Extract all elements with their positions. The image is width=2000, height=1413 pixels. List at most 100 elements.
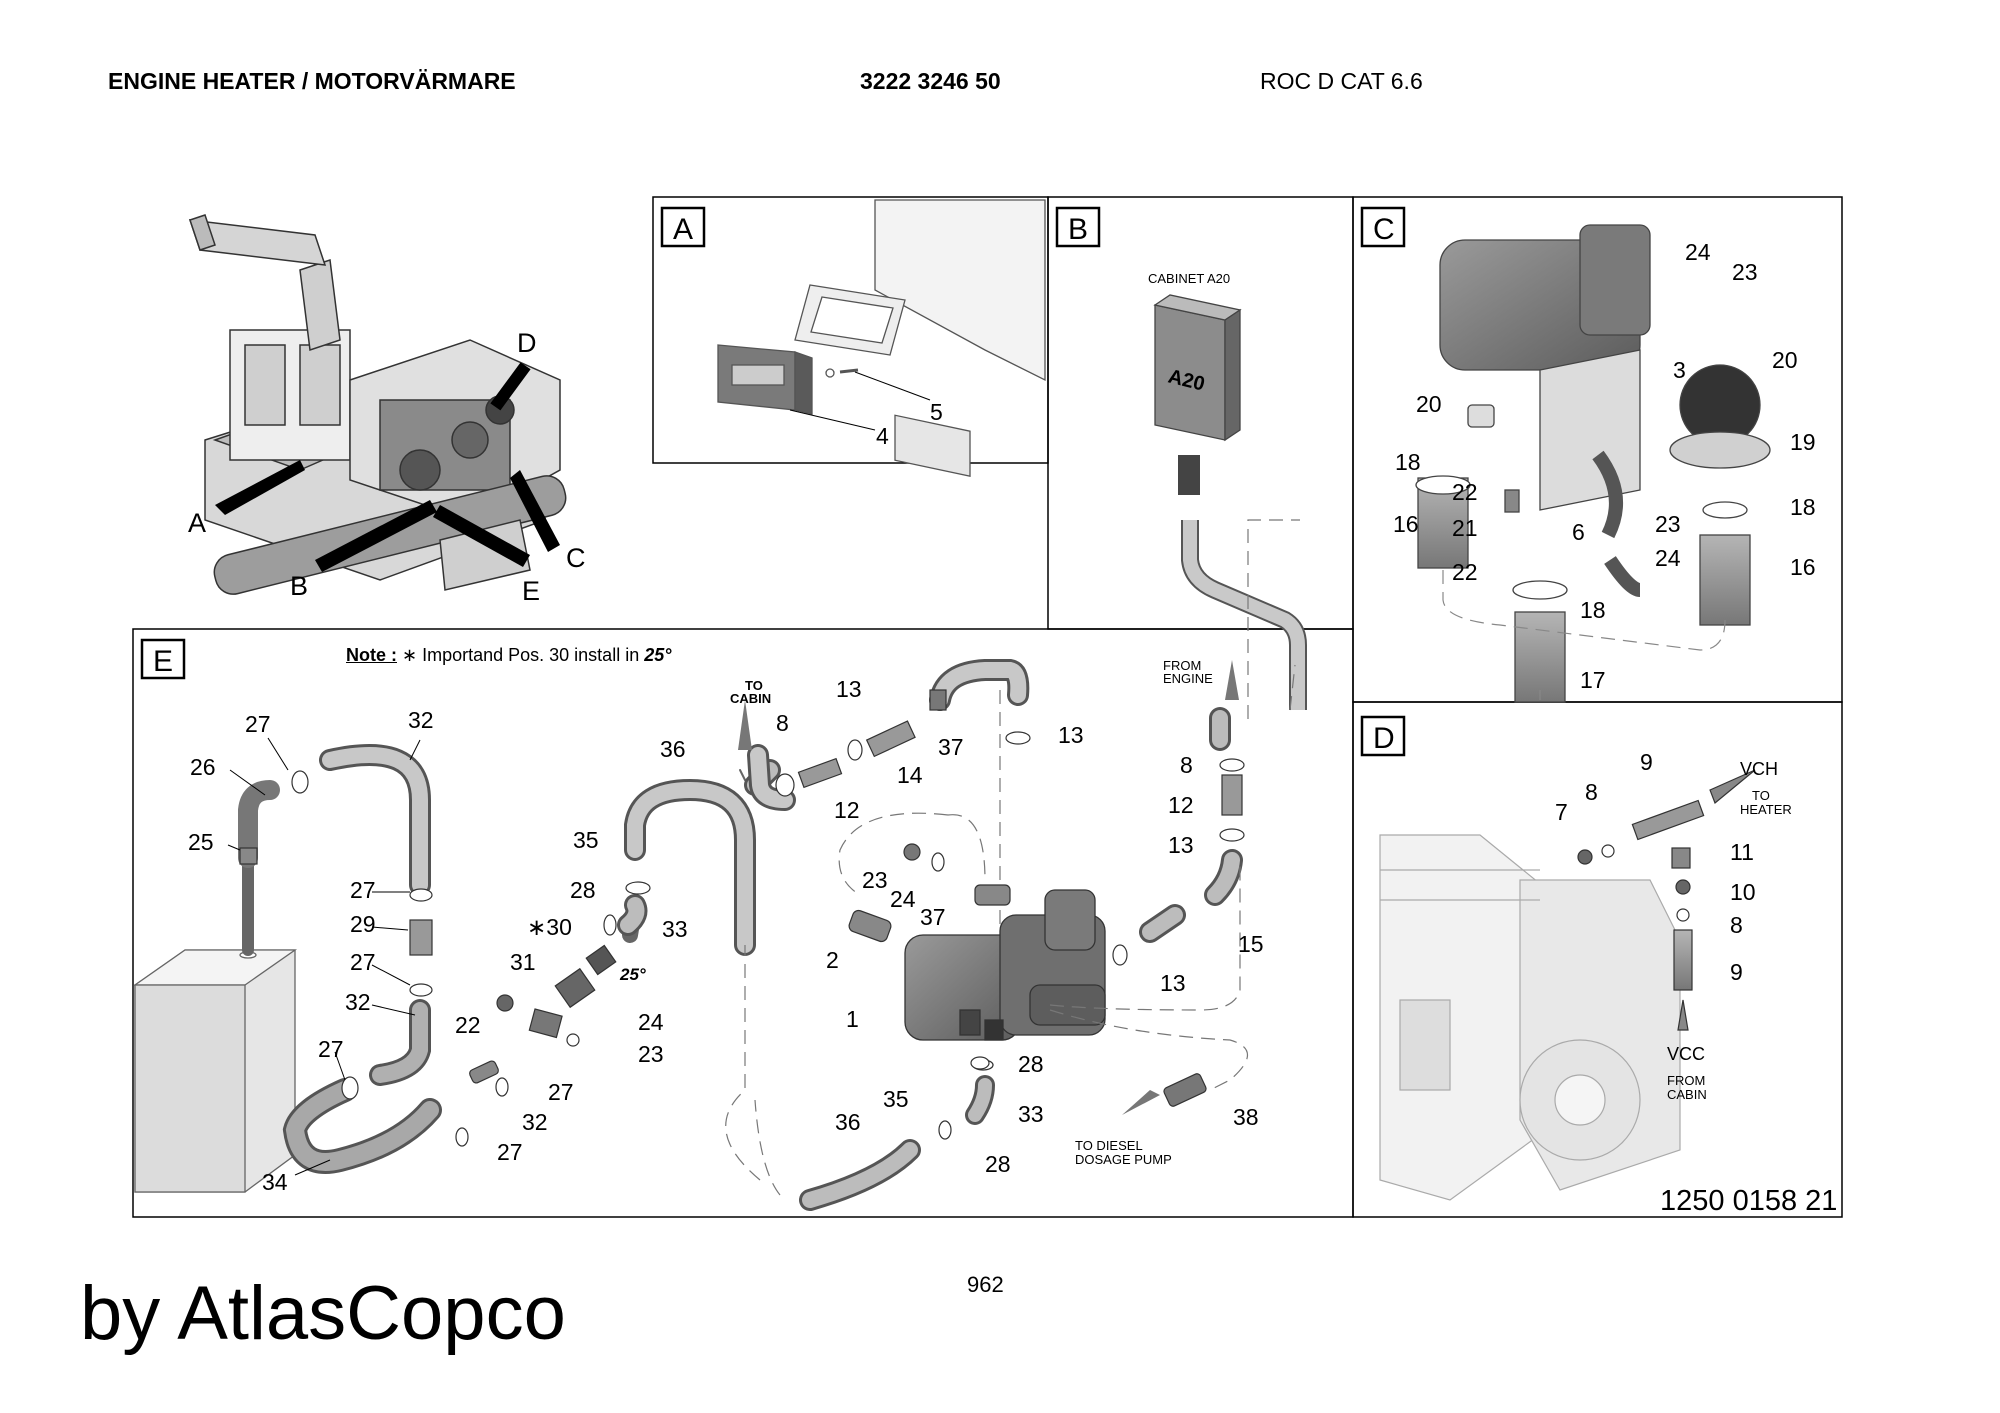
svg-text:28: 28 (1018, 1051, 1044, 1077)
angle-mark: 25° (619, 965, 646, 984)
svg-text:36: 36 (835, 1109, 861, 1135)
svg-text:35: 35 (573, 827, 599, 853)
brand-footer: by AtlasCopco (80, 1271, 566, 1356)
panel-c-callout: 6 (1572, 519, 1585, 545)
svg-text:32: 32 (345, 989, 371, 1015)
panel-e-leader-lines (227, 737, 421, 1176)
panel-c-callout: 16 (1393, 511, 1419, 537)
svg-text:1: 1 (846, 1006, 859, 1032)
panel-e-fittings (239, 689, 1245, 1147)
svg-text:37: 37 (938, 734, 964, 760)
panel-b-hose (1178, 455, 1307, 710)
panel-d-callout: 10 (1730, 879, 1756, 905)
panel-c-callout: 20 (1772, 347, 1798, 373)
svg-text:27: 27 (318, 1036, 344, 1062)
panel-c-callout: 3 (1673, 357, 1686, 383)
note-text: ∗ Importand Pos. 30 install in (397, 645, 645, 665)
machine-model: ROC D CAT 6.6 (1260, 68, 1423, 94)
panel-a-callout-5: 5 (930, 399, 943, 425)
panel-c-callout: 21 (1452, 515, 1478, 541)
svg-text:22: 22 (455, 1012, 481, 1038)
svg-text:37: 37 (920, 904, 946, 930)
panel-c-dashed-loop (1442, 570, 1726, 700)
drawing-number: 1250 0158 21 (1660, 1185, 1838, 1217)
document-number: 3222 3246 50 (860, 68, 1001, 94)
panel-c-callout: 18 (1395, 449, 1421, 475)
panel-e-tank (132, 949, 298, 1193)
note-angle: 25° (644, 645, 672, 665)
svg-text:28: 28 (570, 877, 596, 903)
svg-text:24: 24 (890, 886, 916, 912)
svg-text:27: 27 (245, 711, 271, 737)
panel-d-callout: 8 (1730, 912, 1743, 938)
panel-d-parts (1577, 769, 1756, 1031)
svg-text:24: 24 (638, 1009, 664, 1035)
svg-text:27: 27 (548, 1079, 574, 1105)
panel-d-vch: VCH (1740, 759, 1778, 779)
svg-text:14: 14 (897, 762, 923, 788)
svg-text:38: 38 (1233, 1104, 1259, 1130)
svg-text:35: 35 (883, 1086, 909, 1112)
svg-text:∗30: ∗30 (527, 914, 572, 940)
svg-text:13: 13 (1168, 832, 1194, 858)
svg-text:13: 13 (1160, 970, 1186, 996)
panel-c-callout: 16 (1790, 554, 1816, 580)
cabinet-a20-box (1153, 294, 1242, 442)
svg-text:26: 26 (190, 754, 216, 780)
panel-c-callout: 22 (1452, 559, 1478, 585)
panel-e-heater (904, 889, 1106, 1071)
svg-text:23: 23 (638, 1041, 664, 1067)
svg-text:27: 27 (350, 877, 376, 903)
panel-d-callout: 7 (1555, 799, 1568, 825)
panel-c-callout: 20 (1416, 391, 1442, 417)
panel-d-vcc: VCC (1667, 1044, 1705, 1064)
svg-text:29: 29 (350, 911, 376, 937)
panel-letter-b: B (1068, 213, 1088, 246)
panel-e-hose-37 (747, 659, 1030, 811)
svg-text:27: 27 (350, 949, 376, 975)
panel-d-callout: 11 (1730, 839, 1754, 865)
overview-label-c: C (566, 543, 586, 573)
panel-letter-c: C (1373, 213, 1395, 246)
panel-e-dashed-lines (725, 519, 1300, 1196)
svg-text:8: 8 (776, 710, 789, 736)
panel-e-callouts: 27 32 26 25 27 29 27 32 27 34 36 35 28 ∗… (188, 676, 1264, 1195)
panel-b-cabinet-label: CABINET A20 (1148, 271, 1230, 286)
panel-c-callout: 22 (1452, 479, 1478, 505)
overview-label-d: D (517, 328, 537, 358)
panel-a-drawing (717, 199, 1046, 477)
panel-letter-d: D (1373, 722, 1395, 755)
panel-e-hoses (238, 707, 1243, 1211)
machine-overview (188, 214, 567, 595)
svg-text:27: 27 (497, 1139, 523, 1165)
page-number: 962 (967, 1272, 1004, 1297)
panel-c-callout: 23 (1732, 259, 1758, 285)
overview-pointers (215, 362, 560, 572)
document-title: ENGINE HEATER / MOTORVÄRMARE (108, 68, 516, 94)
panel-c-callout: 18 (1580, 597, 1606, 623)
svg-text:25: 25 (188, 829, 214, 855)
svg-text:13: 13 (836, 676, 862, 702)
panel-d-engine (1379, 834, 1681, 1201)
note-label: Note : (346, 645, 397, 665)
panel-letter-e: E (153, 645, 173, 678)
svg-text:8: 8 (1180, 752, 1193, 778)
svg-text:33: 33 (1018, 1101, 1044, 1127)
panel-letter-boxes (140, 206, 1406, 757)
svg-text:15: 15 (1238, 931, 1264, 957)
svg-text:28: 28 (985, 1151, 1011, 1177)
svg-text:32: 32 (522, 1109, 548, 1135)
panel-e-arrows (738, 660, 1239, 1115)
svg-text:32: 32 (408, 707, 434, 733)
panel-c-callout: 17 (1580, 667, 1606, 693)
install-note: Note : ∗ Importand Pos. 30 install in 25… (346, 645, 671, 666)
panel-c-callout: 24 (1685, 239, 1711, 265)
svg-text:23: 23 (862, 867, 888, 893)
overview-label-e: E (522, 576, 540, 606)
svg-text:12: 12 (834, 797, 860, 823)
